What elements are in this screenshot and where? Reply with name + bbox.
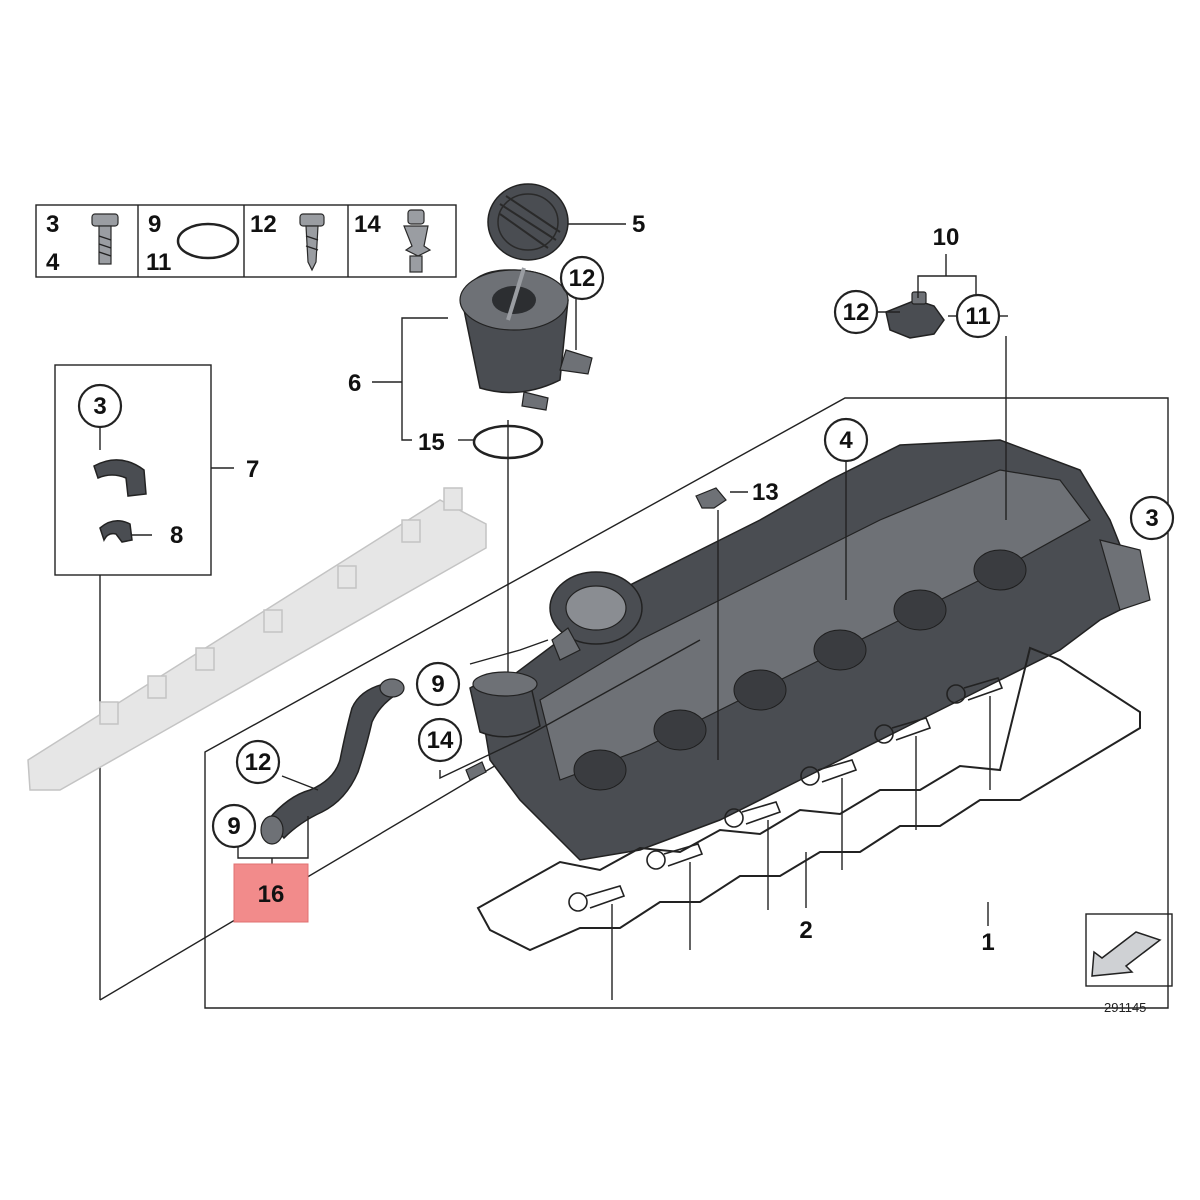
fuel-rail-ports (99, 487, 463, 725)
callout-12-sensor: 12 (833, 289, 879, 335)
table-label-9: 9 (148, 211, 161, 238)
bracket-10 (917, 275, 977, 298)
leader-lines-cover (439, 336, 1007, 780)
screw-icon (299, 213, 325, 272)
callout-9-hose: 9 (211, 803, 257, 849)
orientation-arrow-box (1085, 913, 1173, 987)
reference-code: 291145 (1104, 1000, 1146, 1015)
bearing-shell-lower (99, 520, 133, 543)
table-label-4: 4 (46, 249, 60, 276)
table-label-11: 11 (146, 249, 171, 276)
o-ring-icon (176, 222, 240, 260)
svg-text:3: 3 (1145, 505, 1158, 532)
callout-15: 15 (418, 429, 445, 456)
callout-11: 11 (955, 293, 1001, 339)
callout-9-valve: 9 (415, 661, 461, 707)
clip-icon (403, 209, 432, 273)
valve-cover-ridge (539, 469, 1091, 781)
assembly-outline (204, 397, 1169, 1009)
svg-text:9: 9 (227, 813, 240, 840)
svg-text:12: 12 (245, 749, 272, 776)
clip-13 (695, 487, 727, 509)
callout-16-highlight[interactable]: 16 (233, 863, 309, 923)
callout-14: 14 (417, 717, 463, 763)
svg-text:14: 14 (427, 727, 454, 754)
oil-filler-neck (459, 267, 593, 411)
callout-10: 10 (933, 224, 960, 251)
callout-6: 6 (348, 370, 361, 397)
svg-text:12: 12 (569, 265, 596, 292)
callout-5: 5 (632, 211, 645, 238)
callout-3-cover: 3 (1129, 495, 1175, 541)
callout-7: 7 (246, 456, 259, 483)
table-label-3: 3 (46, 211, 59, 238)
table-label-12: 12 (250, 211, 277, 238)
callout-2: 2 (799, 917, 812, 944)
bearing-shell-upper (93, 459, 147, 497)
svg-text:9: 9 (431, 671, 444, 698)
breather-hose (260, 678, 405, 845)
svg-text:4: 4 (839, 427, 853, 454)
svg-text:11: 11 (965, 303, 990, 330)
cover-bolts (568, 677, 1004, 912)
bolt-leaders (611, 696, 991, 1000)
vent-pipe-stub (469, 671, 541, 738)
callout-12-hose: 12 (235, 739, 281, 785)
callout-4: 4 (823, 417, 869, 463)
callout-12-filler: 12 (559, 255, 605, 301)
svg-text:12: 12 (843, 299, 870, 326)
pressure-valve (549, 571, 643, 661)
cover-flange-right (1099, 539, 1151, 611)
o-ring-15 (472, 424, 544, 460)
callout-13: 13 (752, 479, 779, 506)
camshaft-sensor (885, 291, 945, 339)
svg-text:3: 3 (93, 393, 106, 420)
gasket (476, 646, 1141, 952)
oil-filler-cap (487, 183, 569, 261)
kit-box-7 (54, 364, 234, 1000)
callout-3-kit: 3 (77, 383, 123, 429)
fuel-rail-ghost (27, 499, 487, 791)
valve-cover-bolt-bosses (573, 549, 1027, 791)
callout-1: 1 (981, 929, 994, 956)
bracket-6 (401, 317, 448, 441)
callout-8: 8 (170, 522, 183, 549)
table-label-14: 14 (354, 211, 381, 238)
svg-text:16: 16 (258, 881, 285, 908)
bolt-icon (91, 213, 119, 265)
highlight-box (233, 863, 309, 923)
fastener-table: 3 4 9 11 12 14 (35, 204, 457, 278)
